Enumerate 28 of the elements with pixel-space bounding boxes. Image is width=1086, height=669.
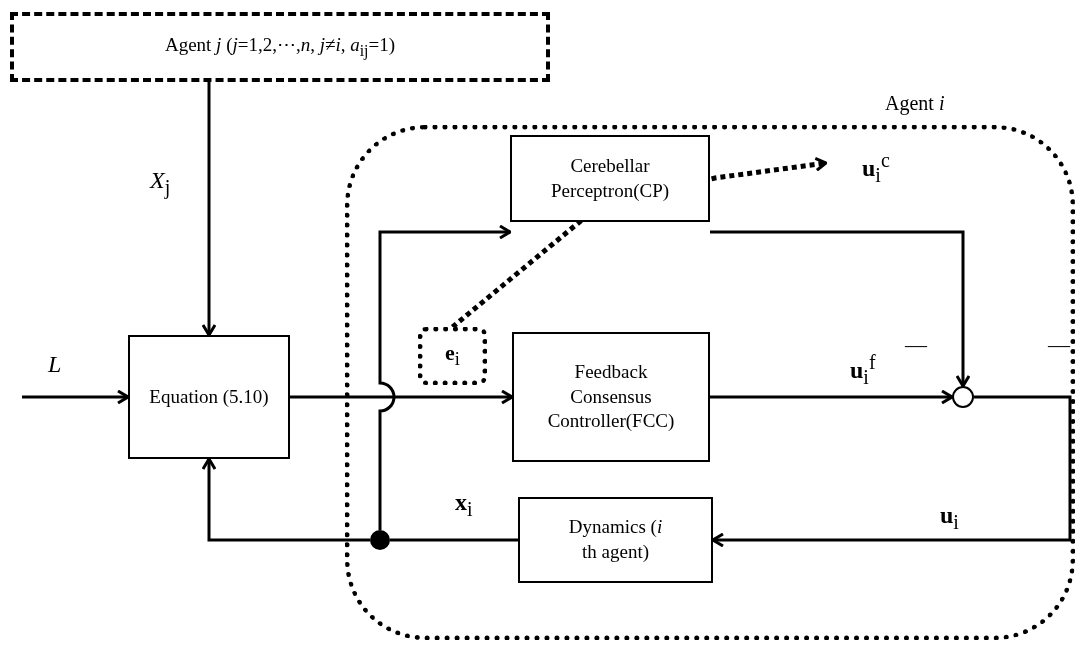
node-text: Equation (5.10) <box>149 384 269 409</box>
signal-box <box>418 327 487 385</box>
node-text: e$_{i}$ <box>445 339 460 372</box>
process-box <box>510 135 710 222</box>
edge-label: x$_{i}$ <box>455 490 473 519</box>
region-heading: Agent i <box>885 91 945 116</box>
node-text: Cerebellar Perceptron(CP) <box>549 153 671 203</box>
node-text: Agent j (j=1,2,⋯,n, j≠i, a$_{ij}$=1) <box>164 32 396 62</box>
agent-box <box>10 12 550 82</box>
minus-sign: — <box>1048 334 1070 356</box>
edge-label: u$_{i}$ <box>940 503 959 532</box>
arrow <box>710 230 971 388</box>
arrow <box>201 457 370 542</box>
process-box <box>518 497 713 583</box>
process-box <box>512 332 710 462</box>
edge-label: X$_{j}$ <box>150 168 171 197</box>
arrow <box>22 389 130 405</box>
arrow <box>201 82 217 337</box>
arrow <box>290 389 514 405</box>
summing-junction <box>952 386 974 408</box>
minus-sign: — <box>905 334 927 356</box>
arrow <box>710 389 954 405</box>
arrow <box>378 224 512 530</box>
process-box <box>128 335 290 459</box>
edge-label: L <box>48 352 62 376</box>
node-text: Feedback Consensus Controller(FCC) <box>547 359 675 434</box>
node-text: Dynamics (i th agent) <box>567 515 664 564</box>
branch-point <box>370 530 390 550</box>
